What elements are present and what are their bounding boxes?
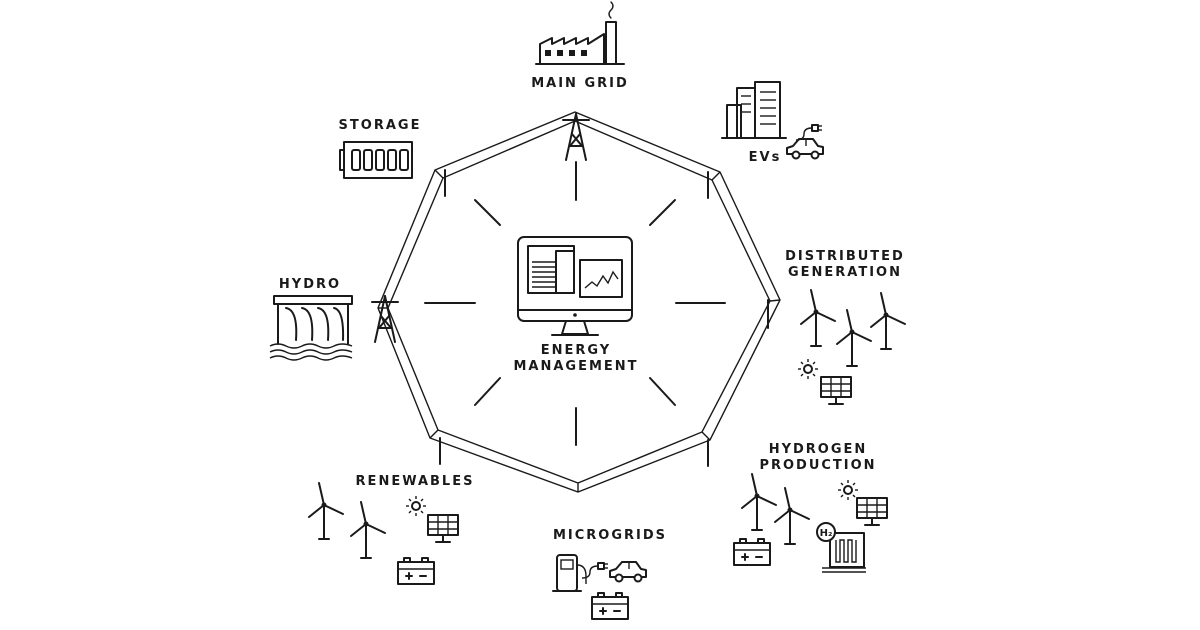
sun-icon-renewables [405,495,427,517]
solar-panel-icon-hydrogen [856,497,888,526]
battery-icon-microgrids [591,592,629,620]
charger-plug-icon [795,124,823,141]
label-storage: STORAGE [338,118,422,133]
wind-turbine-icon-1 [800,289,836,347]
solar-panel-icon-renewables [427,514,459,543]
microgrid-car-icon [609,561,647,583]
pylon-icon-left [371,295,399,343]
wind-turbine-icon-7 [350,501,386,559]
label-hydro: HYDRO [278,277,342,292]
battery-icon-renewables [397,557,435,585]
label-energy-management-2: MANAGEMENT [513,359,639,374]
buildings-icon [721,81,787,139]
sun-icon-distributed [797,358,819,380]
wind-turbine-icon-2 [836,309,872,367]
label-energy-management-1: ENERGY [540,343,612,358]
label-microgrids: MICROGRIDS [552,528,668,543]
label-renewables: RENEWABLES [355,474,475,489]
electrolyzer-icon [816,522,866,573]
wind-turbine-icon-5 [774,487,810,545]
wind-turbine-icon-3 [870,292,906,350]
label-distributed-generation-2: GENERATION [787,265,902,280]
label-evs: EVs [748,150,782,165]
wind-turbine-icon-6 [308,482,344,540]
factory-icon [535,1,625,65]
sun-icon-hydrogen [837,479,859,501]
radial-spokes [424,161,726,446]
ev-car-icon [786,138,824,160]
label-main-grid: MAIN GRID [531,76,629,91]
battery-icon-hydrogen [733,538,771,566]
solar-panel-icon-distributed [820,376,852,405]
hydrogen-symbol: H₂ [820,528,833,539]
label-distributed-generation-1: DISTRIBUTED [785,249,905,264]
hydro-dam-icon [269,295,353,361]
wind-turbine-icon-4 [741,473,777,531]
storage-battery-icon [339,141,413,179]
octagon-ring [377,111,781,493]
charging-station-icon [552,554,587,592]
pylon-icon-top [562,113,590,161]
monitor-icon [517,236,633,336]
label-hydrogen-production-2: PRODUCTION [759,458,877,473]
label-hydrogen-production-1: HYDROGEN [768,442,868,457]
